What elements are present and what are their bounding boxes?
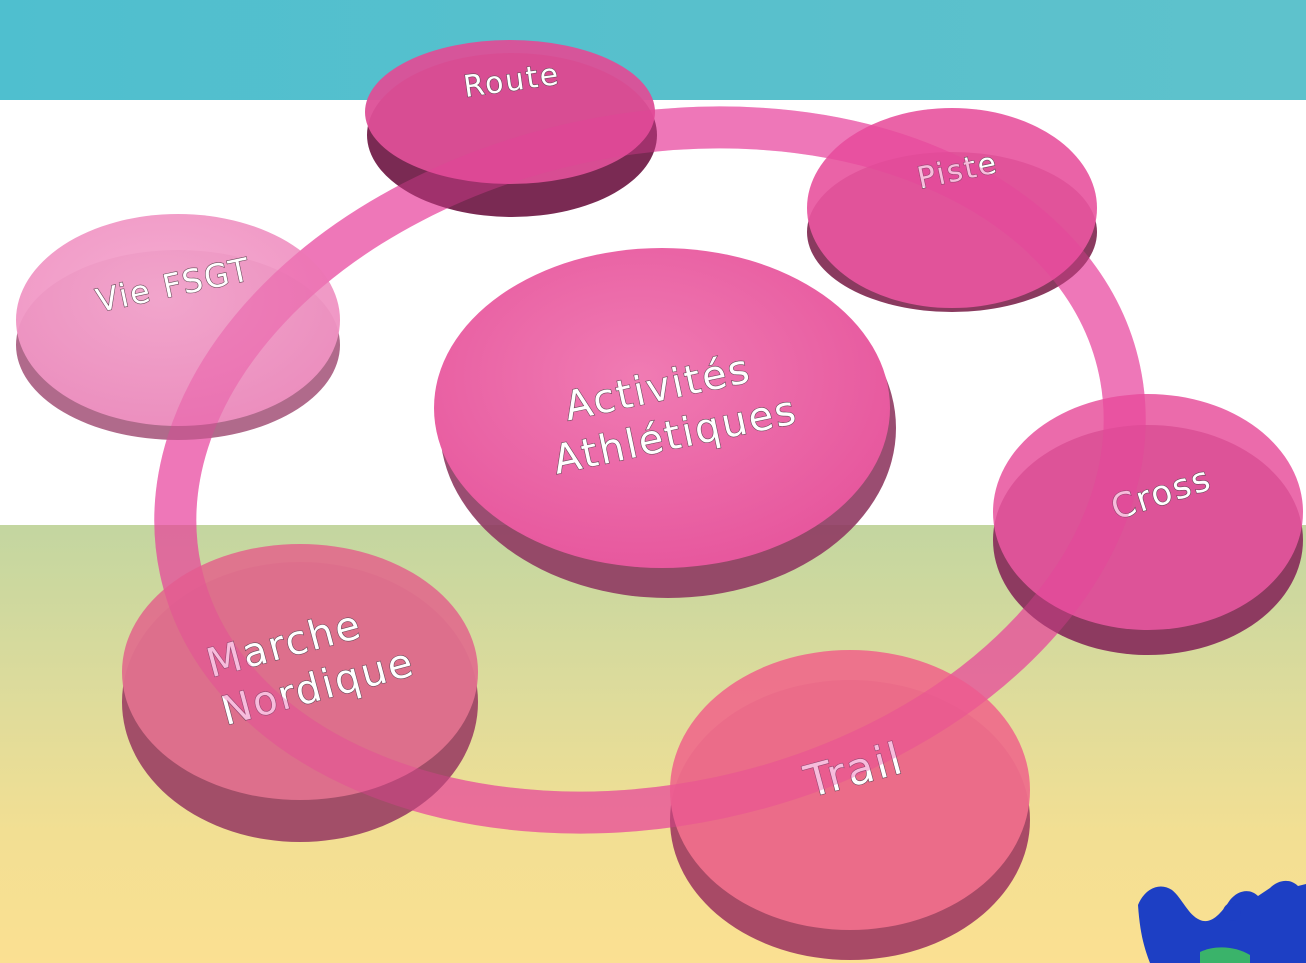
cycle-ring-overlay [154, 106, 1146, 834]
center-node: Activités Athlétiques [434, 248, 896, 598]
fsgt-logo-icon [1138, 880, 1306, 963]
node-piste: Piste [807, 108, 1097, 312]
node-route: Route [365, 40, 657, 217]
node-cross: Cross [993, 394, 1303, 655]
top-band [0, 0, 1306, 100]
node-vie-fsgt: Vie FSGT [16, 214, 340, 440]
node-marche-nordique: Marche Nordique [122, 544, 478, 842]
node-trail: Trail [670, 650, 1030, 960]
